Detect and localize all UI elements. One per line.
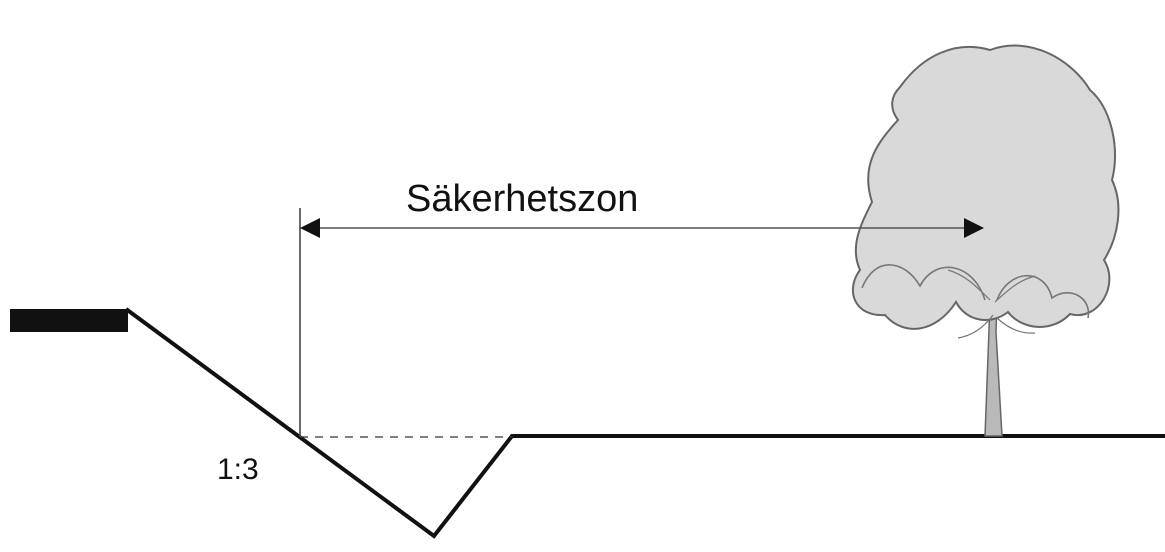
ditch-profile [124,307,1165,539]
arrow-left-icon [300,218,320,238]
safety-zone-arrow [300,218,984,238]
tree-crown [851,44,1120,330]
tree-lower-crown-outline [861,264,1090,319]
tree-branches [947,269,1036,339]
safety-zone-label: Säkerhetszon [406,178,638,220]
road-surface [10,309,128,332]
slope-ratio-label: 1:3 [217,453,259,486]
arrow-right-icon [964,218,984,238]
tree-icon [851,44,1120,437]
